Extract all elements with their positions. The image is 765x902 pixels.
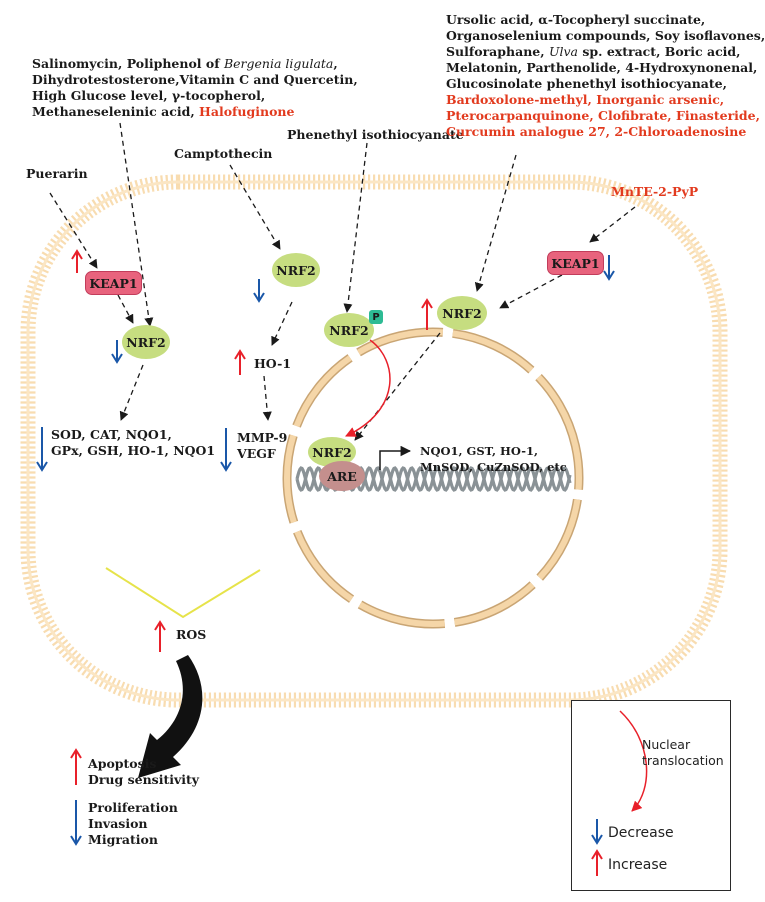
up-arrow-icon (71, 249, 83, 273)
arrow-campto-nrf2 (229, 164, 281, 250)
ursolic-group-line4: Melatonin, Parthenolide, 4-Hydroxynonena… (446, 60, 758, 75)
ursolic-group-line1: Ursolic acid, α-Tocopheryl succinate, (446, 12, 706, 27)
up-arrow-icon (591, 849, 603, 876)
down-arrow-icon (603, 255, 615, 281)
up-arrow-icon (154, 620, 166, 652)
salinomycin-group-line1: Salinomycin, Poliphenol of Bergenia ligu… (32, 56, 338, 71)
arrow-nrf2-nuclear (354, 332, 441, 441)
cell-membrane (20, 174, 728, 708)
arrow-nrf2-antioxidants (119, 364, 144, 421)
up-arrow-icon (70, 748, 82, 785)
salinomycin-group-line2: Dihydrotestosterone,Vitamin C and Querce… (32, 72, 358, 87)
puerarin-label: Puerarin (26, 166, 88, 181)
legend-nuclear-line1: Nuclear (642, 737, 691, 752)
arrow-puerarin-keap1 (49, 192, 98, 269)
phospho-tag: P (369, 310, 383, 324)
migration-label: Migration (88, 832, 158, 847)
nrf2-right-node: NRF2 (437, 296, 487, 330)
up-down-arrows (36, 249, 615, 846)
apoptosis-label: Apoptosis (88, 756, 157, 771)
nrf2-left-node: NRF2 (122, 325, 170, 359)
legend-box: Nuclear translocation Decrease Increase (571, 700, 731, 891)
ursolic-group-line7: Pterocarpanquinone, Clofibrate, Finaster… (446, 108, 760, 123)
arrow-keap1-nrf2-right (499, 274, 563, 309)
salinomycin-group-line3: High Glucose level, γ-tocopherol, (32, 88, 266, 103)
vegf-label: VEGF (237, 446, 276, 461)
down-arrow-icon (111, 340, 123, 364)
ros-label: ROS (176, 627, 207, 642)
legend-nuclear-line2: translocation (642, 753, 724, 768)
keap1-left-node: KEAP1 (85, 271, 142, 295)
mmp9-label: MMP-9 (237, 430, 288, 445)
arrow-salinomycin-nrf2 (119, 122, 154, 327)
phenethyl-label: Phenethyl isothiocyanate (287, 127, 464, 142)
transcription-arrow (379, 445, 412, 470)
arrow-keap1-nrf2 (117, 294, 134, 324)
proliferation-label: Proliferation (88, 800, 178, 815)
up-arrow-icon (234, 349, 246, 375)
up-arrow-icon (421, 298, 433, 330)
nucleus-membrane (282, 327, 584, 629)
drug-sensitivity-label: Drug sensitivity (88, 772, 200, 787)
nuclear-translocation-arrow (345, 339, 391, 437)
ursolic-group-line8: Curcumin analogue 27, 2-Chloroadenosine (446, 124, 747, 139)
nrf2-pathway-diagram: Puerarin Salinomycin, Poliphenol of Berg… (20, 12, 765, 891)
ursolic-group-line2: Organoselenium compounds, Soy isoflavone… (446, 28, 765, 43)
arrow-phenethyl-nrf2 (343, 142, 368, 313)
down-arrow-icon (591, 819, 603, 845)
arrow-mnte-keap1 (589, 206, 636, 243)
antioxidant-line2: GPx, GSH, HO-1, NQO1 (51, 443, 216, 458)
mnte-label: MnTE-2-PyP (611, 184, 699, 199)
keap1-right-node: KEAP1 (547, 251, 604, 275)
ho1-label: HO-1 (254, 356, 292, 371)
arrow-ho1-mmp9 (262, 375, 272, 421)
curved-black-arrow-icon (138, 655, 203, 778)
ros-v-shape (105, 567, 261, 619)
invasion-label: Invasion (88, 816, 148, 831)
down-arrow-icon (70, 800, 82, 846)
legend-increase: Increase (608, 857, 668, 873)
ursolic-group-line3: Sulforaphane, Ulva sp. extract, Boric ac… (446, 44, 741, 59)
down-arrow-icon (253, 279, 265, 303)
ursolic-group-line5: Glucosinolate phenethyl isothiocyanate, (446, 76, 727, 91)
antioxidant-line1: SOD, CAT, NQO1, (51, 427, 172, 442)
arrow-nrf2-ho1 (271, 301, 293, 346)
are-node: ARE (319, 461, 365, 491)
legend-decrease: Decrease (608, 825, 674, 841)
target-genes-line1: NQO1, GST, HO-1, (420, 444, 539, 458)
nrf2-phospho-node: NRF2 (324, 313, 374, 347)
down-arrow-icon (220, 428, 232, 472)
arrow-ursolic-nrf2 (474, 154, 517, 292)
curved-red-arrow-icon (619, 710, 648, 812)
down-arrow-icon (36, 427, 48, 472)
camptothecin-label: Camptothecin (174, 146, 273, 161)
dashed-arrows (49, 122, 636, 441)
nrf2-camptothecin-node: NRF2 (272, 253, 320, 287)
target-genes-line2: MnSOD, CuZnSOD, etc (420, 460, 567, 474)
ursolic-group-line6: Bardoxolone-methyl, Inorganic arsenic, (446, 92, 725, 107)
salinomycin-group-line4: Methaneseleninic acid, Halofuginone (32, 104, 295, 119)
legend-icons (591, 710, 648, 876)
